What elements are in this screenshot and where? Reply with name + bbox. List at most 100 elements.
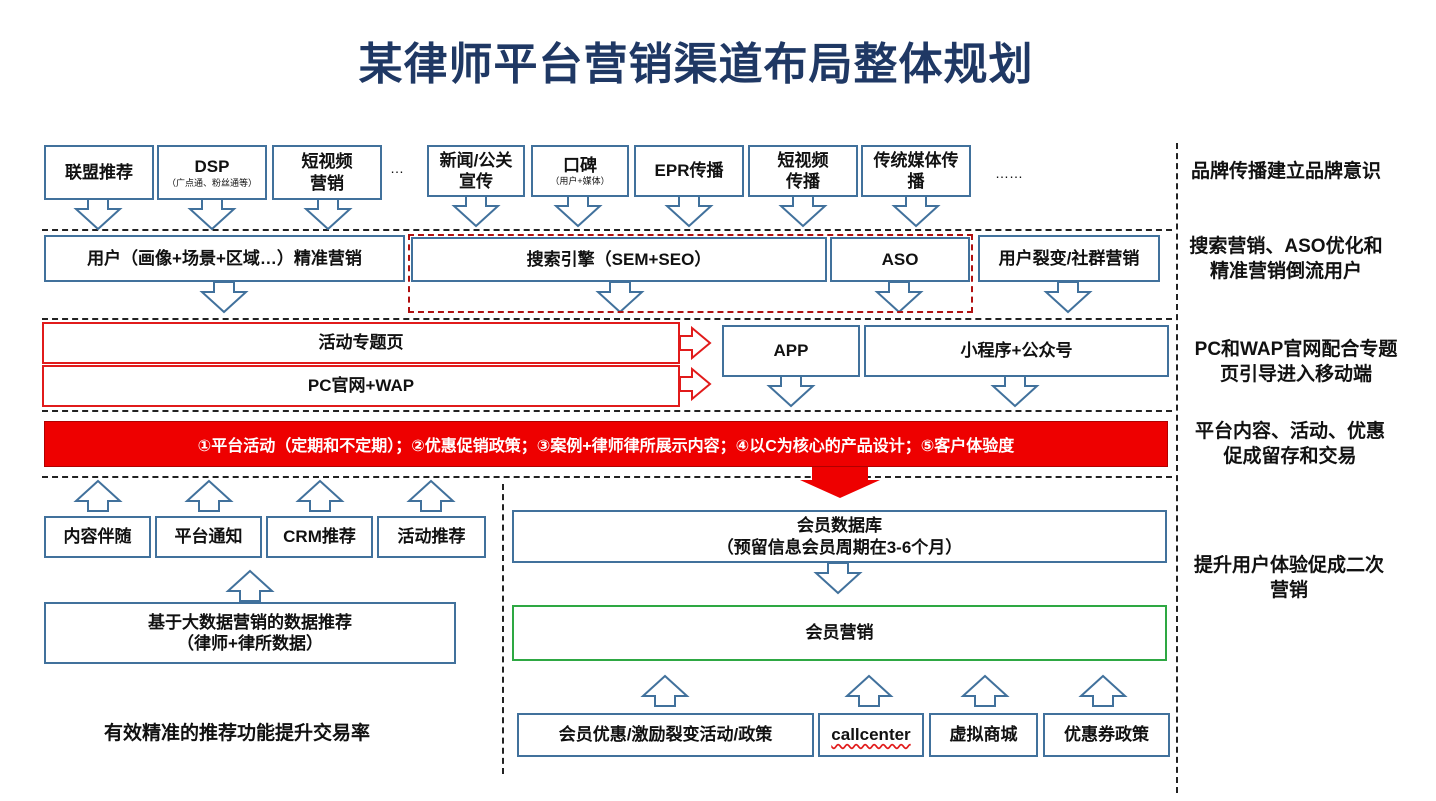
box-duanshipin-yingxiao: 短视频营销: [272, 145, 382, 200]
side-label-1: 品牌传播建立品牌意识: [1190, 161, 1381, 182]
separator-4: [42, 476, 1172, 478]
arrow-up-icon: [227, 570, 273, 602]
arrow-up-icon: [186, 480, 232, 512]
label: callcenter: [831, 725, 911, 745]
box-neirong: 内容伴随: [44, 516, 151, 558]
label: 传统媒体传播: [873, 150, 959, 191]
box-quan: 优惠券政策: [1043, 713, 1170, 757]
sub-label: （用户+媒体）: [550, 176, 610, 187]
label: 口碑: [563, 155, 597, 175]
arrow-up-icon: [75, 480, 121, 512]
sub-label: （广点通、粉丝通等）: [166, 177, 257, 188]
label: 搜索引擎（SEM+SEO）: [526, 249, 712, 269]
box-huiyuan-yx: 会员营销: [512, 605, 1167, 661]
side-label-5: 提升用户体验促成二次营销: [1194, 555, 1385, 601]
box-xuni: 虚拟商城: [929, 713, 1038, 757]
box-duanshipin-chuanbo: 短视频传播: [748, 145, 858, 197]
label: 小程序+公众号: [960, 341, 1073, 361]
label: 活动推荐: [397, 527, 466, 547]
arrow-up-icon: [846, 675, 892, 707]
core-content-bar: ①平台活动（定期和不定期）；②优惠促销政策；③案例+律师律所展示内容；④以C为核…: [44, 421, 1168, 467]
box-huiyuan-db: 会员数据库 （预留信息会员周期在3-6个月）: [512, 510, 1167, 563]
label: APP: [773, 341, 809, 361]
arrow-down-icon: [992, 375, 1038, 407]
sub-label: （预留信息会员周期在3-6个月）: [716, 537, 963, 557]
box-liebian: 用户裂变/社群营销: [978, 235, 1160, 282]
box-crm: CRM推荐: [266, 516, 373, 558]
left-footer: 有效精准的推荐功能提升交易率: [104, 723, 371, 744]
sub-label: （律师+律所数据）: [177, 634, 323, 653]
arrow-right-icon: [679, 368, 711, 400]
box-koubei: 口碑 （用户+媒体）: [531, 145, 629, 197]
label: EPR传播: [654, 161, 724, 181]
box-huodong-page: 活动专题页: [42, 322, 680, 364]
box-app: APP: [722, 325, 860, 377]
arrow-down-icon: [453, 195, 499, 227]
label: 短视频营销: [301, 152, 353, 193]
label: 平台通知: [174, 527, 243, 547]
label: 会员营销: [805, 623, 874, 643]
label: 内容伴随: [63, 527, 132, 547]
label: 基于大数据营销的数据推荐: [148, 612, 352, 632]
arrow-up-icon: [297, 480, 343, 512]
box-pc-wap: PC官网+WAP: [42, 365, 680, 407]
separator-1: [42, 229, 1172, 231]
box-dashuju: 基于大数据营销的数据推荐 （律师+律所数据）: [44, 602, 456, 664]
label: CRM推荐: [283, 527, 356, 547]
label: 用户裂变/社群营销: [998, 248, 1140, 268]
separator-vertical-middle: [502, 484, 504, 774]
side-label-4: 平台内容、活动、优惠促成留存和交易: [1194, 421, 1385, 467]
arrow-down-icon: [305, 198, 351, 230]
search-aso-group: [408, 234, 973, 313]
box-tongzhi: 平台通知: [155, 516, 262, 558]
arrow-up-icon: [642, 675, 688, 707]
arrow-down-icon: [201, 281, 247, 313]
label: ASO: [881, 249, 919, 269]
arrow-down-icon: [815, 562, 861, 594]
arrow-down-icon: [555, 195, 601, 227]
label: 用户（画像+场景+区域…）精准营销: [87, 248, 362, 268]
arrow-down-icon: [666, 195, 712, 227]
arrow-up-icon: [408, 480, 454, 512]
box-chuantong: 传统媒体传播: [861, 145, 971, 197]
big-red-arrow-icon: [800, 467, 880, 498]
box-huodong: 活动推荐: [377, 516, 486, 558]
arrow-down-icon: [768, 375, 814, 407]
ellipsis-b: ……: [995, 165, 1023, 181]
label: 新闻/公关宣传: [439, 150, 513, 191]
box-aso: ASO: [830, 237, 970, 282]
label: 活动专题页: [318, 333, 404, 353]
label: 短视频传播: [777, 150, 829, 191]
arrow-right-icon: [679, 327, 711, 359]
box-youhui: 会员优惠/激励裂变活动/政策: [517, 713, 814, 757]
arrow-down-icon: [75, 198, 121, 230]
box-epr: EPR传播: [634, 145, 744, 197]
arrow-up-icon: [962, 675, 1008, 707]
separator-vertical-right: [1176, 143, 1178, 793]
label: PC官网+WAP: [307, 376, 415, 396]
box-callcenter: callcenter: [818, 713, 924, 757]
separator-2: [42, 318, 1172, 320]
arrow-down-icon: [893, 195, 939, 227]
label: 联盟推荐: [65, 162, 133, 182]
box-xiaochengxu: 小程序+公众号: [864, 325, 1169, 377]
label: 会员数据库: [797, 516, 882, 536]
ellipsis-a: …: [390, 160, 404, 176]
box-xinwen: 新闻/公关宣传: [427, 145, 525, 197]
arrow-down-icon: [1045, 281, 1091, 313]
label: 虚拟商城: [949, 725, 1018, 745]
label: 会员优惠/激励裂变活动/政策: [558, 725, 773, 745]
box-dsp: DSP （广点通、粉丝通等）: [157, 145, 267, 200]
arrow-up-icon: [1080, 675, 1126, 707]
side-label-3: PC和WAP官网配合专题页引导进入移动端: [1194, 339, 1398, 385]
box-yonghu-jingzhun: 用户（画像+场景+区域…）精准营销: [44, 235, 405, 282]
side-label-2: 搜索营销、ASO优化和精准营销倒流用户: [1189, 236, 1383, 282]
arrow-down-icon: [189, 198, 235, 230]
label: DSP: [194, 157, 230, 177]
separator-3: [42, 410, 1172, 412]
arrow-down-icon: [780, 195, 826, 227]
label: 优惠券政策: [1064, 725, 1149, 745]
box-lianmeng: 联盟推荐: [44, 145, 154, 200]
page-title: 某律师平台营销渠道布局整体规划: [358, 40, 1034, 89]
